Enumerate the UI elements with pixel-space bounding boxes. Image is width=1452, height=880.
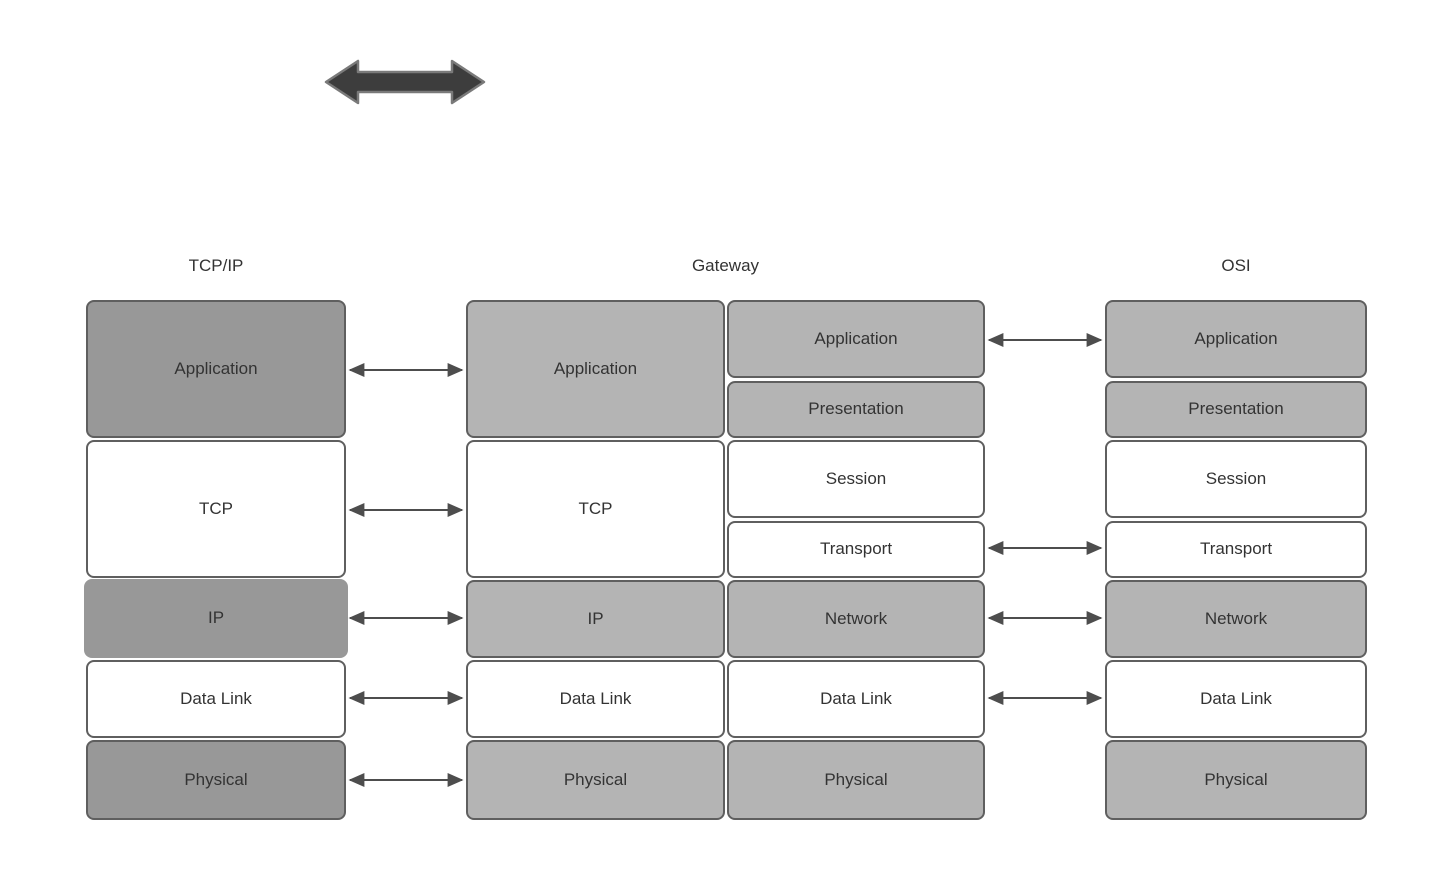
osi-layer-application: Application (1105, 300, 1367, 378)
gateway-right-layer-session: Session (727, 440, 985, 518)
tcpip-layer-ip: IP (84, 579, 348, 658)
osi-layer-datalink: Data Link (1105, 660, 1367, 738)
osi-layer-physical: Physical (1105, 740, 1367, 820)
bidirectional-block-arrow-icon (324, 59, 486, 105)
gateway-left-layer-ip: IP (466, 580, 725, 658)
column-header-osi: OSI (1221, 256, 1251, 275)
osi-layer-session: Session (1105, 440, 1367, 518)
gateway-left-layer-datalink: Data Link (466, 660, 725, 738)
column-header-tcpip: TCP/IP (188, 256, 244, 275)
gateway-right-layer-presentation: Presentation (727, 381, 985, 438)
gateway-right-layer-application: Application (727, 300, 985, 378)
column-header-gateway: Gateway (691, 256, 760, 275)
gateway-left-layer-tcp: TCP (466, 440, 725, 578)
gateway-right-layer-network: Network (727, 580, 985, 658)
gateway-left-layer-application: Application (466, 300, 725, 438)
tcpip-layer-tcp: TCP (86, 440, 346, 578)
osi-layer-network: Network (1105, 580, 1367, 658)
tcpip-layer-datalink: Data Link (86, 660, 346, 738)
tcpip-layer-application: Application (86, 300, 346, 438)
osi-layer-transport: Transport (1105, 521, 1367, 578)
gateway-right-layer-transport: Transport (727, 521, 985, 578)
gateway-right-layer-physical: Physical (727, 740, 985, 820)
osi-layer-presentation: Presentation (1105, 381, 1367, 438)
gateway-left-layer-physical: Physical (466, 740, 725, 820)
tcpip-layer-physical: Physical (86, 740, 346, 820)
gateway-right-layer-datalink: Data Link (727, 660, 985, 738)
